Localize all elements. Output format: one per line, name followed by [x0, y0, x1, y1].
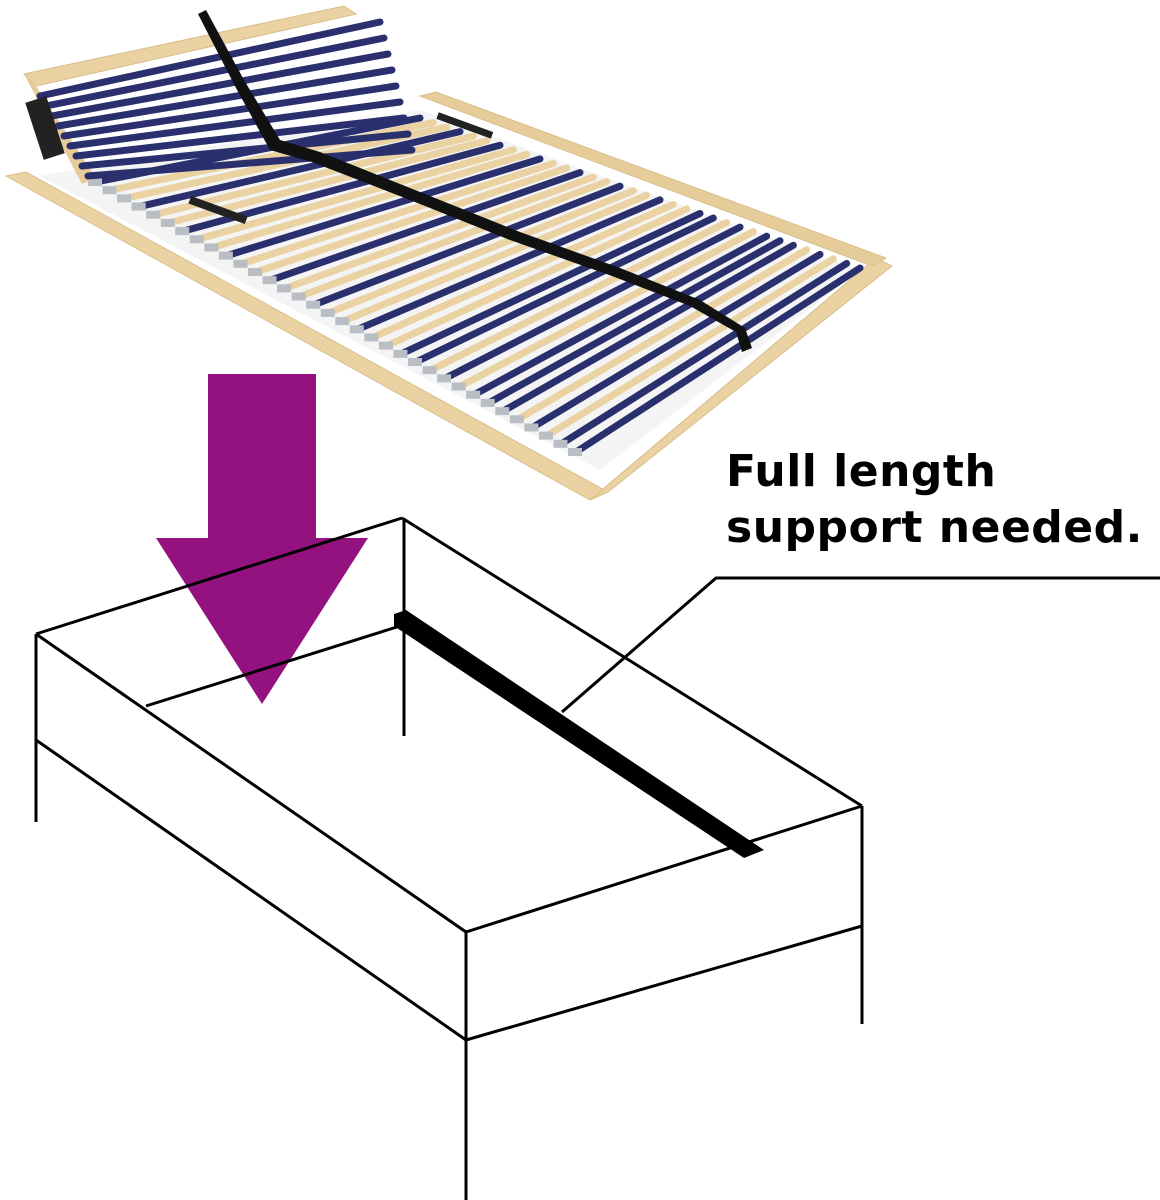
caption-text: Full length support needed.	[726, 444, 1143, 556]
caption-line-1: Full length	[726, 446, 997, 497]
slatted-bed-base-icon	[4, 5, 893, 501]
bed-frame-drawing	[34, 516, 864, 1200]
down-arrow-icon	[156, 374, 368, 704]
leader-line	[561, 576, 1160, 714]
support-beam	[394, 610, 764, 858]
caption-line-2: support needed.	[726, 502, 1143, 553]
